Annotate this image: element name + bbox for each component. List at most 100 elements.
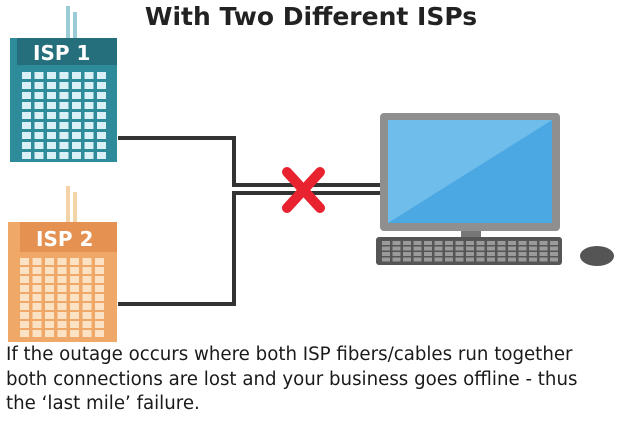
window	[70, 285, 79, 292]
window	[84, 102, 94, 109]
window	[34, 112, 44, 119]
window	[45, 267, 54, 274]
window	[45, 285, 54, 292]
window	[95, 258, 104, 265]
window	[34, 72, 44, 79]
isp1-label: ISP 1	[33, 41, 90, 65]
window	[82, 312, 92, 319]
isp2-antenna	[73, 192, 77, 222]
isp2-windows	[20, 258, 104, 337]
window	[70, 276, 79, 283]
window	[20, 312, 29, 319]
window	[70, 312, 79, 319]
window	[20, 330, 29, 337]
window	[57, 303, 67, 310]
window	[466, 257, 474, 262]
window	[95, 267, 104, 274]
window	[97, 152, 106, 159]
monitor-icon	[380, 113, 560, 239]
window	[476, 252, 485, 256]
window	[84, 92, 94, 99]
window	[70, 303, 79, 310]
window	[455, 241, 464, 245]
window	[22, 72, 31, 79]
window	[47, 122, 56, 129]
window	[97, 122, 106, 129]
window	[82, 276, 92, 283]
isp1-sign-panel	[17, 38, 117, 65]
window	[72, 92, 81, 99]
window	[382, 246, 390, 251]
window	[59, 72, 69, 79]
window	[392, 257, 401, 262]
window	[466, 241, 474, 245]
window	[59, 152, 69, 159]
window	[45, 276, 54, 283]
isp2-building: ISP 2	[8, 186, 117, 342]
window	[529, 246, 537, 251]
caption-line: the ‘last mile’ failure.	[6, 393, 200, 414]
window	[20, 294, 29, 301]
window	[22, 82, 31, 89]
window	[413, 257, 422, 262]
window	[59, 112, 69, 119]
window	[70, 294, 79, 301]
window	[445, 257, 453, 262]
window	[84, 142, 94, 149]
window	[22, 132, 31, 139]
window	[59, 92, 69, 99]
isp2-label: ISP 2	[36, 227, 93, 251]
window	[82, 285, 92, 292]
window	[34, 142, 44, 149]
cables	[118, 136, 380, 306]
window	[70, 330, 79, 337]
window	[508, 252, 516, 256]
window	[529, 257, 537, 262]
window	[72, 112, 81, 119]
window	[95, 312, 104, 319]
mouse-icon	[580, 246, 614, 266]
window	[84, 122, 94, 129]
window	[518, 246, 527, 251]
window	[20, 321, 29, 328]
window	[32, 330, 42, 337]
window	[508, 257, 516, 262]
window	[57, 285, 67, 292]
window	[47, 152, 56, 159]
window	[434, 252, 443, 256]
window	[57, 258, 67, 265]
window	[20, 267, 29, 274]
window	[424, 252, 432, 256]
window	[57, 294, 67, 301]
window	[70, 258, 79, 265]
window	[434, 257, 443, 262]
isp1-windows	[22, 72, 106, 159]
window	[518, 252, 527, 256]
window	[455, 257, 464, 262]
window	[32, 312, 42, 319]
window	[45, 294, 54, 301]
window	[70, 267, 79, 274]
window	[382, 257, 390, 262]
window	[403, 246, 411, 251]
window	[434, 246, 443, 251]
window	[392, 246, 401, 251]
window	[550, 241, 558, 245]
window	[95, 303, 104, 310]
window	[95, 330, 104, 337]
window	[22, 102, 31, 109]
window	[20, 276, 29, 283]
window	[84, 132, 94, 139]
window	[57, 312, 67, 319]
window	[97, 142, 106, 149]
caption-line: both connections are lost and your busin…	[6, 368, 578, 390]
window	[34, 122, 44, 129]
window	[97, 102, 106, 109]
window	[32, 267, 42, 274]
window	[445, 246, 453, 251]
window	[84, 72, 94, 79]
window	[518, 241, 527, 245]
window	[82, 303, 92, 310]
